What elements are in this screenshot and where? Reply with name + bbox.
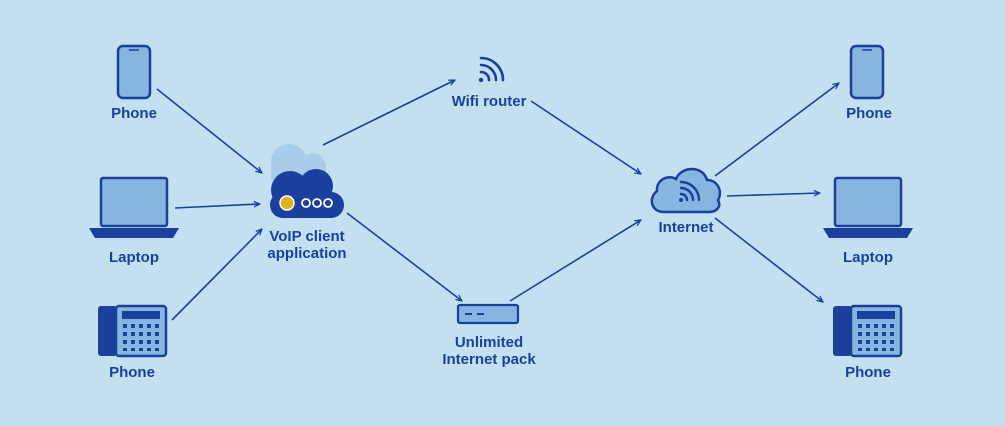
voip-label: VoIP client application	[237, 228, 377, 262]
pack-label-line1: Unlimited	[454, 334, 524, 351]
edge-left-deskphone-to-voip	[171, 229, 262, 321]
right-deskphone-label: Phone	[845, 364, 891, 381]
left-phone-icon	[116, 44, 152, 100]
pack-label: Unlimited Internet pack	[409, 334, 569, 368]
right-phone-icon	[849, 44, 885, 100]
voip-label-line1: VoIP client	[269, 228, 345, 245]
left-laptop-icon	[89, 176, 179, 238]
wifi-cloud-icon	[650, 167, 722, 214]
left-phone-label: Phone	[111, 105, 157, 122]
left-deskphone-label: Phone	[109, 364, 155, 381]
wifi-icon	[478, 56, 505, 83]
cloud-app-icon	[270, 144, 344, 218]
right-laptop-icon	[823, 176, 913, 238]
router-label: Wifi router	[451, 93, 527, 110]
edge-internet-to-right-deskphone	[714, 217, 823, 302]
voip-label-line2: application	[267, 245, 347, 262]
left-desk-phone-icon	[98, 304, 168, 358]
edge-left-laptop-to-voip	[174, 204, 260, 209]
modem-icon	[456, 303, 520, 325]
edge-left-phone-to-voip	[156, 88, 262, 173]
edge-voip-to-pack	[346, 212, 462, 301]
edge-router-to-internet	[530, 100, 641, 174]
edge-voip-to-router	[322, 79, 455, 146]
internet-label: Internet	[658, 219, 714, 236]
right-desk-phone-icon	[833, 304, 903, 358]
pack-label-line2: Internet pack	[442, 351, 536, 368]
edge-internet-to-right-phone	[714, 83, 839, 177]
edge-pack-to-internet	[509, 220, 641, 302]
right-phone-label: Phone	[846, 105, 892, 122]
edge-internet-to-right-laptop	[726, 193, 820, 197]
left-laptop-label: Laptop	[109, 249, 159, 266]
right-laptop-label: Laptop	[843, 249, 893, 266]
edges	[156, 79, 839, 321]
